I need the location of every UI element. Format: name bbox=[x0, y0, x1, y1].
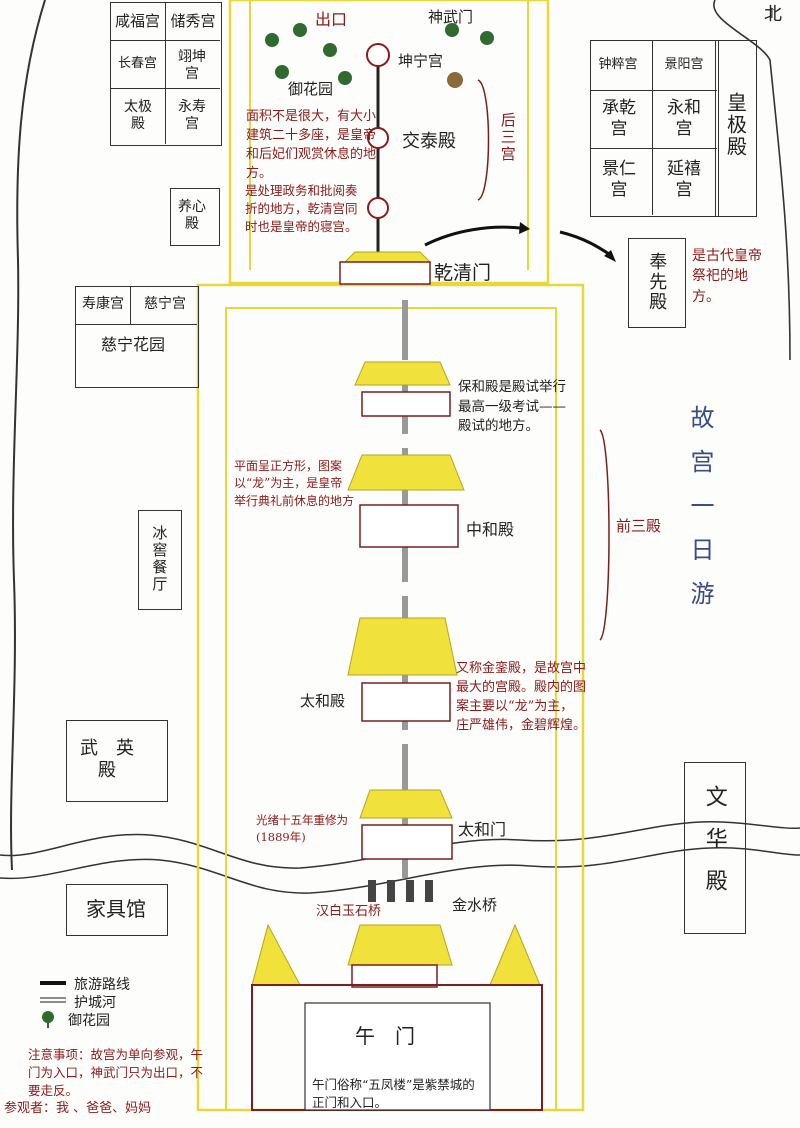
wumen-label: 午门 bbox=[355, 1024, 435, 1048]
qianqingmen-building bbox=[339, 251, 432, 285]
fengxian-note: 是古代皇帝祭祀的地方。 bbox=[692, 248, 762, 305]
shenwumen-label: 神武门 bbox=[428, 8, 474, 26]
moat-line-lower bbox=[0, 846, 800, 894]
yangxindian-label: 养心殿 bbox=[178, 198, 206, 233]
legend-route-label: 旅游路线 bbox=[74, 977, 130, 993]
garden-tree-icons bbox=[265, 23, 494, 88]
huangjidian-label: 皇极殿 bbox=[723, 92, 748, 158]
east-grid-cell: 景阳宫 bbox=[664, 56, 704, 72]
north-label: 北 bbox=[764, 4, 782, 25]
furniture-box bbox=[66, 884, 168, 936]
west-grid-cell: 翊坤宫 bbox=[178, 48, 206, 83]
west-grid-cell: 咸福宫 bbox=[114, 11, 160, 30]
cininggong-label: 慈宁宫 bbox=[144, 296, 186, 313]
hanbaiyu-label: 汉白玉石桥 bbox=[316, 904, 382, 919]
fengxiandian-label: 奉先殿 bbox=[646, 252, 668, 312]
qianqing-note: 是处理政务和批阅奏折的地方，乾清宫同时也是皇帝的寝宫。 bbox=[245, 183, 358, 235]
taihemen-label: 太和门 bbox=[458, 820, 507, 839]
visitors-line: 参观者：我 、爸爸、妈妈 bbox=[4, 1101, 152, 1116]
golden-water-bridge bbox=[368, 880, 433, 902]
taihedian-label: 太和殿 bbox=[300, 692, 346, 710]
jiaotaidian-label: 交泰殿 bbox=[402, 131, 456, 152]
taihe-note: 又称金銮殿，是故宫中最大的宫殿。殿内的图案主要以“龙”为主，庄严雄伟，金碧辉煌。 bbox=[456, 661, 587, 733]
east-grid-cell: 永和宫 bbox=[667, 97, 701, 139]
taihedian-building bbox=[347, 617, 458, 722]
zhonghedian-building bbox=[347, 454, 465, 548]
arrow-to-east bbox=[424, 225, 521, 247]
qiansan-label: 前三殿 bbox=[616, 517, 662, 535]
cining-complex bbox=[75, 286, 199, 388]
yangxindian-box bbox=[170, 188, 220, 246]
qiansan-bracket bbox=[599, 429, 610, 641]
arrow-to-fengxian bbox=[559, 230, 613, 258]
baohedian-building bbox=[354, 361, 451, 417]
east-grid-cell: 钟粹宫 bbox=[598, 56, 638, 72]
yuhuayuan-label: 御花园 bbox=[288, 80, 334, 98]
west-grid-cell: 储秀宫 bbox=[170, 11, 216, 30]
jiaotai-note: 面积不是很大，有大小建筑二十多座，是皇帝和后妃们观赏休息的地方。 bbox=[246, 109, 377, 181]
wumen-building bbox=[251, 923, 543, 1111]
wenhuadian-box bbox=[684, 762, 746, 934]
west-palace-grid bbox=[110, 2, 222, 146]
legend-moat-label: 护城河 bbox=[74, 995, 116, 1011]
wenhuadian-label: 文华殿 bbox=[701, 785, 727, 911]
left-boundary-line bbox=[10, 0, 46, 871]
north-arrow-icon: ↑ bbox=[766, 6, 778, 22]
wumen-note: 午门俗称“五凤楼”是紫禁城的正门和入口。 bbox=[312, 1077, 475, 1111]
east-grid-cell: 延禧宫 bbox=[667, 158, 701, 200]
bingjiao-label: 冰窖餐厅 bbox=[150, 525, 169, 593]
jinshuiqiao-label: 金水桥 bbox=[452, 896, 498, 914]
kunninggong-circle bbox=[366, 43, 390, 67]
east-grid-cell: 景仁宫 bbox=[602, 158, 636, 200]
qianqingmen-label: 乾清门 bbox=[434, 262, 492, 284]
taihemen-building bbox=[359, 789, 453, 860]
cining-garden-label: 慈宁花园 bbox=[100, 335, 165, 354]
qianqinggong-circle bbox=[367, 197, 389, 219]
visitor-notes: 注意事项：故宫为单向参观，午门为入口，神武门只为出口，不要走反。 bbox=[28, 1047, 204, 1099]
kunninggong-label: 坤宁宫 bbox=[398, 52, 444, 70]
taihemen-note: 光绪十五年重修为(1889年) bbox=[256, 813, 348, 844]
east-palace-grid bbox=[590, 40, 719, 217]
east-grid-cell: 承乾宫 bbox=[602, 97, 636, 139]
legend-garden-label: 御花园 bbox=[68, 1013, 110, 1029]
map-title: 故宫一日游 bbox=[686, 405, 714, 625]
shoukang-label: 寿康宫 bbox=[82, 296, 124, 313]
west-grid-cell: 太极殿 bbox=[124, 98, 152, 133]
zhonghedian-label: 中和殿 bbox=[466, 520, 515, 539]
fengxiandian-box bbox=[628, 238, 686, 328]
bingjiao-box bbox=[138, 510, 182, 610]
houting-bracket bbox=[477, 79, 490, 201]
houting-label: 后三宫 bbox=[498, 112, 517, 163]
huangjidian-box bbox=[715, 40, 757, 217]
west-grid-cell: 长春宫 bbox=[117, 55, 157, 71]
baohedian-note: 保和殿是殿试举行最高一级考试——殿试的地方。 bbox=[458, 379, 566, 435]
exit-label: 出口 bbox=[315, 10, 348, 29]
wuyingdian-box bbox=[66, 720, 168, 802]
wuyingdian-label: 武英殿 bbox=[80, 737, 152, 782]
furniture-label: 家具馆 bbox=[86, 896, 146, 921]
zhonghe-note: 平面呈正方形，图案以“龙”为主，是皇帝举行典礼前休息的地方 bbox=[234, 459, 355, 508]
jiaotaidian-circle bbox=[367, 127, 389, 149]
arrow-head-fengxian bbox=[604, 250, 616, 262]
west-grid-cell: 永寿宫 bbox=[178, 98, 206, 133]
arrow-head-east bbox=[519, 222, 530, 234]
right-boundary-line bbox=[713, 0, 791, 361]
